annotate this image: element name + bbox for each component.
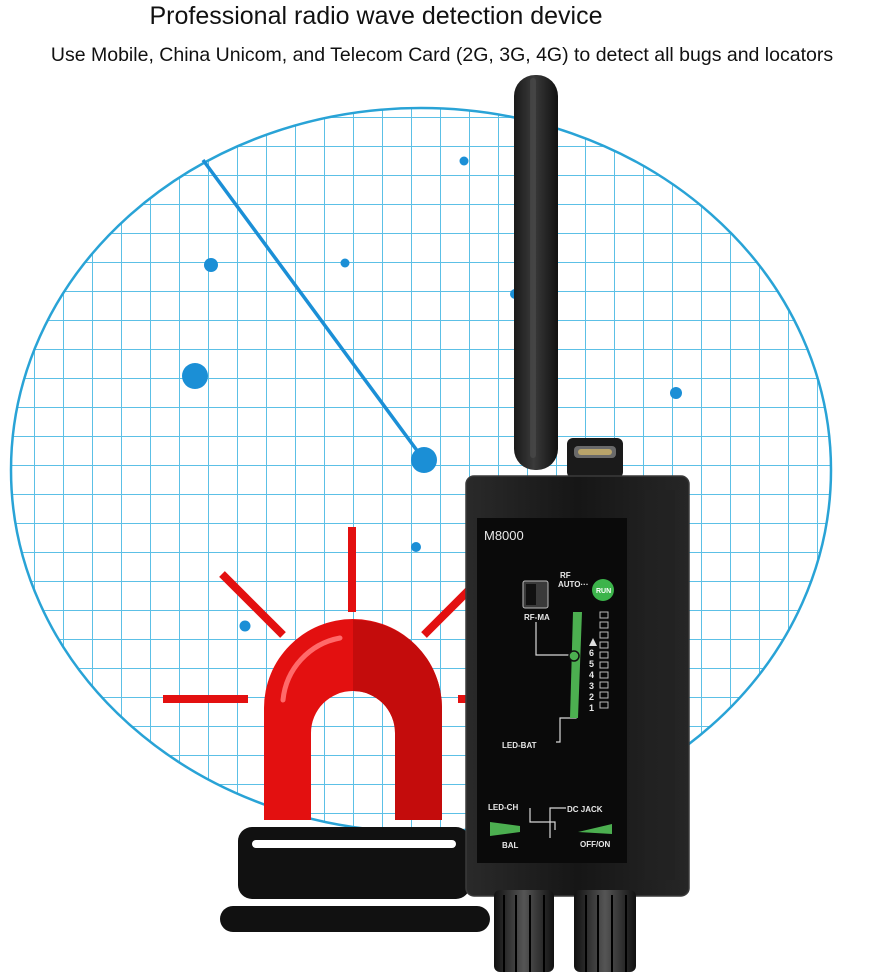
radar-blip xyxy=(459,156,469,166)
svg-text:BAL: BAL xyxy=(502,841,519,850)
radar-blip xyxy=(340,258,350,268)
radar-blip xyxy=(204,258,218,272)
svg-text:5: 5 xyxy=(589,659,594,669)
svg-text:LED-BAT: LED-BAT xyxy=(502,741,537,750)
page-title: Professional radio wave detection device xyxy=(149,2,603,30)
sensitivity-knob xyxy=(568,650,580,662)
radar-blip xyxy=(182,363,208,389)
svg-text:DC JACK: DC JACK xyxy=(567,805,603,814)
svg-text:1: 1 xyxy=(589,703,594,713)
sensitivity-track xyxy=(570,612,582,718)
device-model-label: M8000 xyxy=(484,528,524,543)
detector-device: M8000 RF AUTO··· RF-MA RUN 6 5 4 3 2 1 xyxy=(465,75,690,972)
svg-text:LED-CH: LED-CH xyxy=(488,803,518,812)
signal-led-bar xyxy=(599,611,609,709)
svg-text:OFF/ON: OFF/ON xyxy=(580,840,610,849)
svg-text:AUTO···: AUTO··· xyxy=(558,580,589,589)
radar-blip xyxy=(411,447,437,473)
svg-text:RF-MA: RF-MA xyxy=(524,613,550,622)
page-subtitle: Use Mobile, China Unicom, and Telecom Ca… xyxy=(50,44,834,66)
svg-text:4: 4 xyxy=(589,670,594,680)
balance-indicator xyxy=(490,822,520,836)
svg-text:RF: RF xyxy=(560,571,571,580)
radar-blip xyxy=(670,387,682,399)
svg-text:6: 6 xyxy=(589,648,594,658)
radar-sweep-line xyxy=(201,158,426,462)
bottom-connector xyxy=(494,890,636,972)
svg-text:2: 2 xyxy=(589,692,594,702)
svg-text:3: 3 xyxy=(589,681,594,691)
antenna-icon xyxy=(514,75,623,478)
radar-blip xyxy=(411,542,421,552)
run-led xyxy=(592,579,614,601)
power-switch-indicator xyxy=(578,824,612,834)
svg-text:RUN: RUN xyxy=(596,588,611,595)
radar-blip xyxy=(239,620,251,632)
